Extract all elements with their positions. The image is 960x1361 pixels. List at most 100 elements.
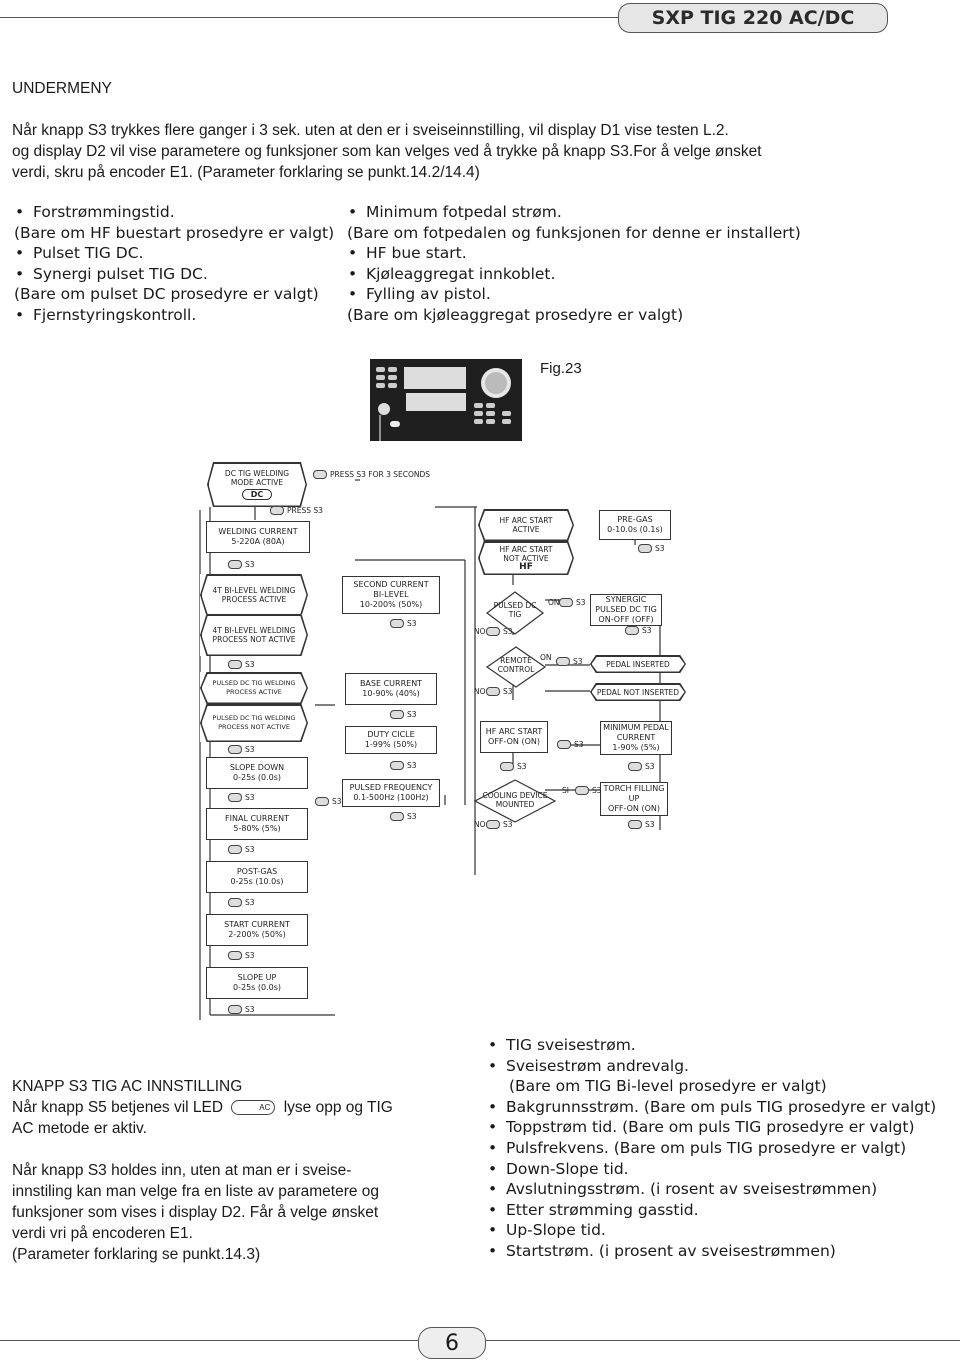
hf-icon: HF	[519, 561, 533, 572]
flow-s3: S3	[228, 660, 255, 669]
flow-text: PEDAL NOT INSERTED	[596, 687, 680, 697]
flow-text: HF ARC START	[499, 544, 553, 554]
flow-s3: S3	[390, 761, 417, 770]
flow-text: S3	[245, 898, 255, 907]
flow-on: ON	[540, 653, 552, 662]
flow-s3: S3	[575, 786, 602, 795]
flow-text: PROCESS NOT ACTIVE	[212, 635, 296, 644]
list-item: Fylling av pistol.	[345, 284, 801, 305]
led-paragraph: Når knapp S5 betjenes vil LED AC lyse op…	[12, 1097, 393, 1118]
s3-button-icon	[228, 898, 242, 907]
led-paragraph-line2: AC metode er aktiv.	[12, 1120, 147, 1137]
s3-button-icon	[625, 626, 639, 635]
flow-s3: S3	[628, 820, 655, 829]
flow-text: 0-10.0s (0.1s)	[607, 525, 663, 534]
flow-s3: S3	[228, 793, 255, 802]
flow-s3: S3	[556, 657, 583, 666]
flow-text: BASE CURRENT	[359, 679, 423, 688]
flow-text: PULSED DC TIG WELDING	[212, 679, 296, 687]
flow-welding-current: WELDING CURRENT 5-220A (80A)	[206, 521, 310, 553]
flow-text: PULSED DC TIG WELDING	[212, 714, 296, 722]
flow-text: UP	[628, 794, 640, 803]
flow-text: S3	[245, 793, 255, 802]
list-item: (Bare om fotpedalen og funksjonen for de…	[347, 223, 801, 242]
option-list-left: Forstrømmingstid. (Bare om HF buestart p…	[12, 202, 334, 326]
led-text-before: Når knapp S5 betjenes vil LED	[12, 1099, 224, 1116]
flow-text: DC TIG WELDING	[224, 469, 290, 478]
s3-button-icon	[628, 820, 642, 829]
flow-s3: S3	[228, 898, 255, 907]
flow-s3: S3	[500, 762, 527, 771]
s3-button-icon	[486, 820, 500, 829]
ac-option-list: TIG sveisestrøm. Sveisestrøm andrevalg. …	[485, 1035, 936, 1262]
flow-s3: S3	[390, 812, 417, 821]
flow-text: TORCH FILLING	[603, 784, 665, 793]
flow-text: S3	[576, 598, 586, 607]
paragraph-line: funksjoner som vises i display D2. Får å…	[12, 1204, 379, 1221]
flow-s3: S3	[486, 820, 513, 829]
flow-si: SI	[562, 786, 569, 795]
s3-button-icon	[500, 762, 514, 771]
s3-button-icon	[390, 710, 404, 719]
s3-button-icon	[559, 598, 573, 607]
paragraph-line: (Parameter forklaring se punkt.14.3)	[12, 1246, 261, 1263]
list-item: TIG sveisestrøm.	[485, 1035, 936, 1056]
list-item: Minimum fotpedal strøm.	[345, 202, 801, 223]
flow-text: NOT ACTIVE	[503, 553, 549, 563]
flow-text: PULSED DC	[493, 601, 537, 610]
s3-button-icon	[315, 797, 329, 806]
flow-text: S3	[245, 951, 255, 960]
flow-text: MOUNTED	[495, 800, 535, 809]
flow-s3: S3	[228, 845, 255, 854]
flow-text: S3	[517, 762, 527, 771]
flow-text: S3	[642, 626, 652, 635]
flow-text: 2-200% (50%)	[228, 930, 286, 939]
flow-text: 0.1-500Hz (100Hz)	[353, 793, 429, 802]
list-item: Pulsfrekvens. (Bare om puls TIG prosedyr…	[485, 1138, 936, 1159]
flow-text: PROCESS ACTIVE	[226, 688, 282, 696]
control-panel-drawing	[370, 359, 522, 441]
flow-text: S3	[503, 820, 513, 829]
flow-text: SYNERGIC	[605, 595, 647, 604]
s3-button-icon	[486, 687, 500, 696]
flow-text: TIG	[508, 610, 522, 619]
s3-paragraph: Når knapp S3 holdes inn, uten at man er …	[12, 1160, 432, 1265]
option-list-right: Minimum fotpedal strøm. (Bare om fotpeda…	[345, 202, 801, 326]
flow-no: NO	[474, 820, 486, 829]
flow-text: CONTROL	[497, 665, 535, 674]
list-item: (Bare om HF buestart prosedyre er valgt)	[14, 223, 335, 242]
s3-button-icon	[228, 793, 242, 802]
flow-text: 0-25s (10.0s)	[230, 877, 284, 886]
flow-text: S3	[645, 762, 655, 771]
flow-s3: S3	[228, 560, 255, 569]
s3-button-icon	[628, 762, 642, 771]
flow-text: S3	[592, 786, 602, 795]
flow-text: 4T BI-LEVEL WELDING	[212, 626, 296, 635]
flow-text: S3	[574, 740, 584, 749]
flow-text: S3	[245, 845, 255, 854]
flow-text: HF ARC START	[485, 727, 543, 736]
intro-paragraph: Når knapp S3 trykkes flere ganger i 3 se…	[12, 120, 942, 183]
flow-s3: S3	[228, 1005, 255, 1014]
flow-text: S3	[245, 560, 255, 569]
list-item: Avslutningsstrøm. (i rosent av sveisestr…	[485, 1179, 936, 1200]
list-item: Pulset TIG DC.	[12, 243, 334, 264]
flow-text: S3	[407, 812, 417, 821]
flow-text: SLOPE DOWN	[229, 763, 285, 772]
flow-text: BI-LEVEL	[373, 590, 409, 599]
diamond-pulsed-dc	[486, 591, 544, 635]
flow-text: S3	[245, 1005, 255, 1014]
s3-button-icon	[390, 812, 404, 821]
flow-text: S3	[503, 687, 513, 696]
ac-led-icon: AC	[231, 1100, 276, 1116]
list-item: Startstrøm. (i prosent av sveisestrømmen…	[485, 1241, 936, 1262]
s3-button-icon	[270, 506, 284, 515]
s3-button-icon	[228, 560, 242, 569]
